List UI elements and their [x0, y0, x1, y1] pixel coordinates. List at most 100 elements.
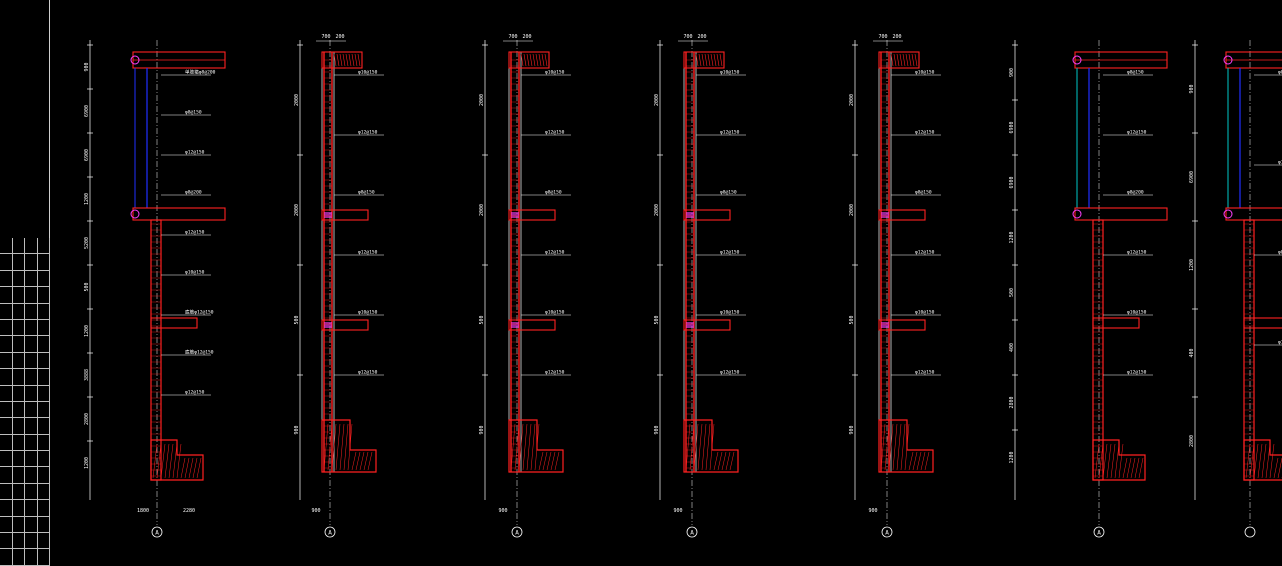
footing-hatch: [1277, 457, 1282, 479]
slab-hatch: [890, 53, 894, 67]
top-slab: [683, 51, 725, 69]
dimension-label: 2000: [849, 94, 855, 106]
footing-hatch: [697, 423, 703, 471]
title-block-cell: [25, 270, 38, 287]
rebar-note: φ12@150: [358, 250, 378, 256]
title-block-row: [0, 254, 50, 271]
title-block-row: [0, 303, 50, 320]
dimension-label: 2000: [849, 204, 855, 216]
dimension-label: 6900: [1009, 176, 1015, 188]
rebar-note: φ12@150: [1127, 370, 1147, 376]
footing-hatch: [1249, 443, 1255, 479]
rebar-note: φ8@150: [1127, 70, 1144, 76]
dimension-label: 900: [1009, 68, 1015, 77]
joint-highlight: [511, 212, 519, 218]
top-slab: [878, 51, 920, 69]
dimension-label: 500: [479, 315, 485, 324]
rebar-note: φ12@150: [358, 130, 378, 136]
title-block-cell: [13, 238, 25, 254]
dimension-label: 500: [849, 315, 855, 324]
slab-hatch: [908, 53, 912, 67]
rebar-note: φ8@150: [720, 190, 737, 196]
footing-hatch: [725, 451, 731, 471]
joint-highlight: [881, 322, 889, 328]
drawing-canvas[interactable]: 90069006900120052005001200388828001200A单…: [0, 0, 1282, 547]
rebar-note: φ12@150: [1127, 130, 1147, 136]
bottom-dimension-label: 900: [673, 508, 682, 514]
footing-hatch: [1257, 443, 1263, 479]
dimension-label: 6900: [1009, 121, 1015, 133]
slab-hatch: [698, 53, 702, 67]
slab-hatch: [710, 53, 714, 67]
footing: [1092, 439, 1146, 481]
title-block-cell: [13, 369, 25, 385]
dimension-label: 1200: [84, 457, 90, 469]
bottom-dimension-label: 2280: [183, 508, 195, 514]
floor-slab: [508, 209, 556, 221]
footing-hatch: [912, 451, 918, 471]
footing-hatch: [1134, 457, 1140, 479]
dimension-label: 500: [294, 315, 300, 324]
wall-section-7: 900690012004002800φ8@150φ12@150φ8@200φ12…: [1189, 40, 1282, 538]
floor-slab: [1243, 317, 1282, 329]
title-block-cell: [13, 467, 25, 483]
footing-hatch: [542, 451, 548, 471]
bottom-dimension-label: 900: [868, 508, 877, 514]
title-block-cell: [13, 418, 25, 434]
dimension-label: 5200: [84, 237, 90, 249]
slab-hatch: [701, 53, 705, 67]
dimension-label: 2000: [479, 204, 485, 216]
footing-hatch: [172, 443, 178, 479]
slab-hatch: [899, 53, 903, 67]
footing-hatch: [176, 443, 182, 479]
slab-hatch: [351, 53, 355, 67]
floor-slab: [321, 319, 369, 331]
axis-label: A: [515, 530, 519, 537]
slab-hatch: [529, 53, 533, 67]
footing-hatch: [1102, 443, 1108, 479]
title-block-cell: [0, 287, 13, 303]
beam-rebar-circle: [1223, 55, 1233, 65]
footing-hatch: [916, 451, 922, 471]
footing-hatch: [693, 423, 699, 471]
slab-hatch: [354, 53, 358, 67]
footing-hatch: [896, 423, 902, 471]
footing-hatch: [1261, 443, 1267, 479]
beam-rebar-circle: [1072, 55, 1082, 65]
rebar-note: φ10@150: [1127, 310, 1147, 316]
title-block-cell: [25, 369, 38, 385]
joint-highlight: [686, 322, 694, 328]
title-block-cell: [0, 352, 13, 369]
title-block-cell: [0, 467, 13, 483]
rebar-note: φ12@150: [358, 370, 378, 376]
slab-hatch: [893, 53, 897, 67]
top-dimension-label: 200: [892, 34, 901, 40]
title-block-cell: [38, 270, 50, 287]
title-block-cell: [25, 287, 38, 303]
slab-hatch: [719, 53, 723, 67]
title-block-cell: [25, 467, 38, 483]
dimension-label: 2000: [294, 94, 300, 106]
title-block-row: [0, 385, 50, 402]
rebar-note: φ10@150: [545, 70, 565, 76]
bottom-dimension-label: 1800: [137, 508, 149, 514]
axis-bubble: [881, 526, 893, 538]
footing-hatch: [904, 423, 910, 471]
footing-hatch: [924, 451, 930, 471]
floor-slab: [878, 319, 926, 331]
slab-hatch: [345, 53, 349, 67]
title-block-row: [0, 549, 50, 566]
footing-hatch: [705, 423, 711, 471]
axis-bubble: [511, 526, 523, 538]
title-block-cell: [38, 549, 50, 565]
slab-hatch: [905, 53, 909, 67]
wall-section-6: 90069006900120050040028001200Aφ8@150φ12@…: [1009, 40, 1168, 538]
rebar-note: φ10@150: [185, 270, 205, 276]
title-block-row: [0, 319, 50, 337]
footing-hatch: [888, 423, 894, 471]
dimension-label: 2000: [294, 204, 300, 216]
footing: [508, 419, 564, 473]
title-block-cell: [25, 238, 38, 254]
title-block-cell: [0, 401, 13, 418]
